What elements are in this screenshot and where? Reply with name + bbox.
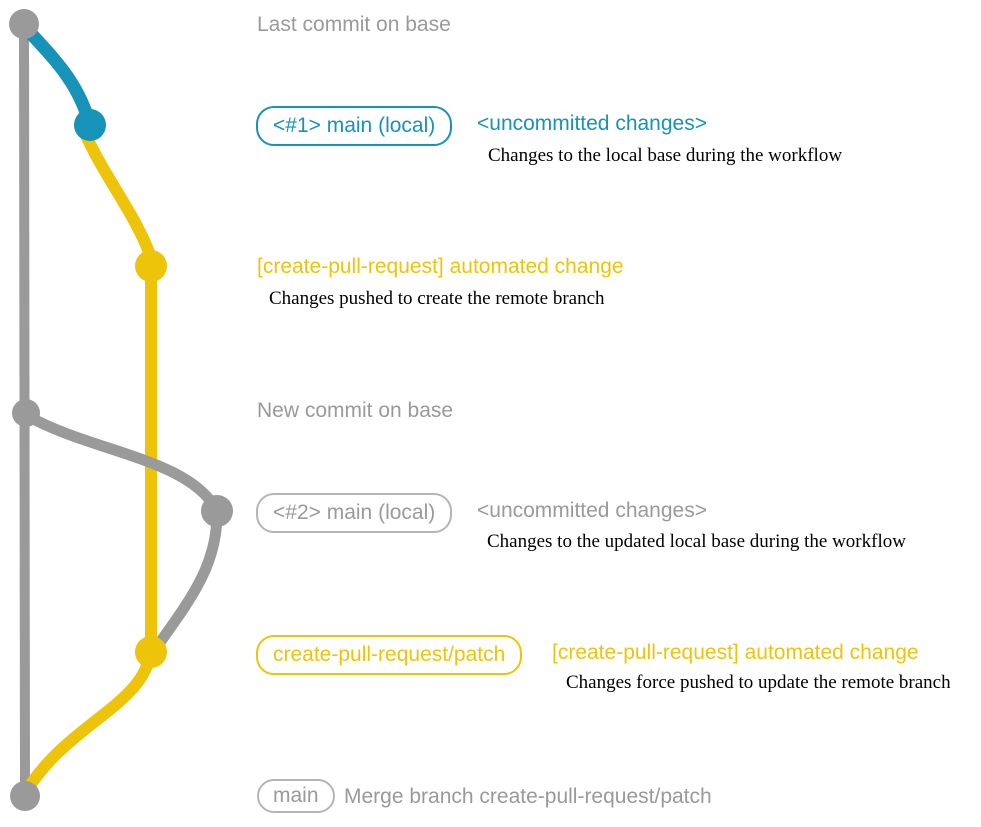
heading-automated-change-2: [create-pull-request] automated change xyxy=(552,641,919,664)
branch-badge-main-local-1: <#1> main (local) xyxy=(256,106,453,146)
commit-automated-change-1 xyxy=(135,250,167,282)
branch-badge-main: main xyxy=(257,779,335,813)
label-last-commit-on-base: Last commit on base xyxy=(257,13,451,36)
commit-new-base xyxy=(12,399,40,427)
heading-automated-change-1: [create-pull-request] automated change xyxy=(257,255,624,278)
description-local-base-changes: Changes to the local base during the wor… xyxy=(488,145,843,166)
description-changes-force-pushed: Changes force pushed to update the remot… xyxy=(566,672,951,693)
local-main2-to-patch-curve xyxy=(150,505,223,654)
commit-automated-change-2 xyxy=(135,636,167,668)
commit-last-base xyxy=(9,9,39,39)
label-new-commit-on-base: New commit on base xyxy=(257,399,454,422)
description-updated-local-base-changes: Changes to the updated local base during… xyxy=(487,531,906,552)
base-to-local-main2-curve xyxy=(20,409,223,517)
description-changes-pushed: Changes pushed to create the remote bran… xyxy=(269,288,605,309)
heading-uncommitted-changes-1: <uncommitted changes> xyxy=(477,112,707,135)
local-main-branch-curve xyxy=(19,21,97,132)
branch-badge-main-local-2: <#2> main (local) xyxy=(256,493,453,533)
heading-uncommitted-changes-2: <uncommitted changes> xyxy=(477,499,707,522)
branch-badge-create-pull-request-patch: create-pull-request/patch xyxy=(256,635,523,675)
commit-local-main-1 xyxy=(74,109,106,141)
label-merge-branch: Merge branch create-pull-request/patch xyxy=(344,785,712,808)
commit-merge xyxy=(10,781,40,811)
commit-local-main-2 xyxy=(201,495,233,527)
git-graph xyxy=(9,9,233,811)
